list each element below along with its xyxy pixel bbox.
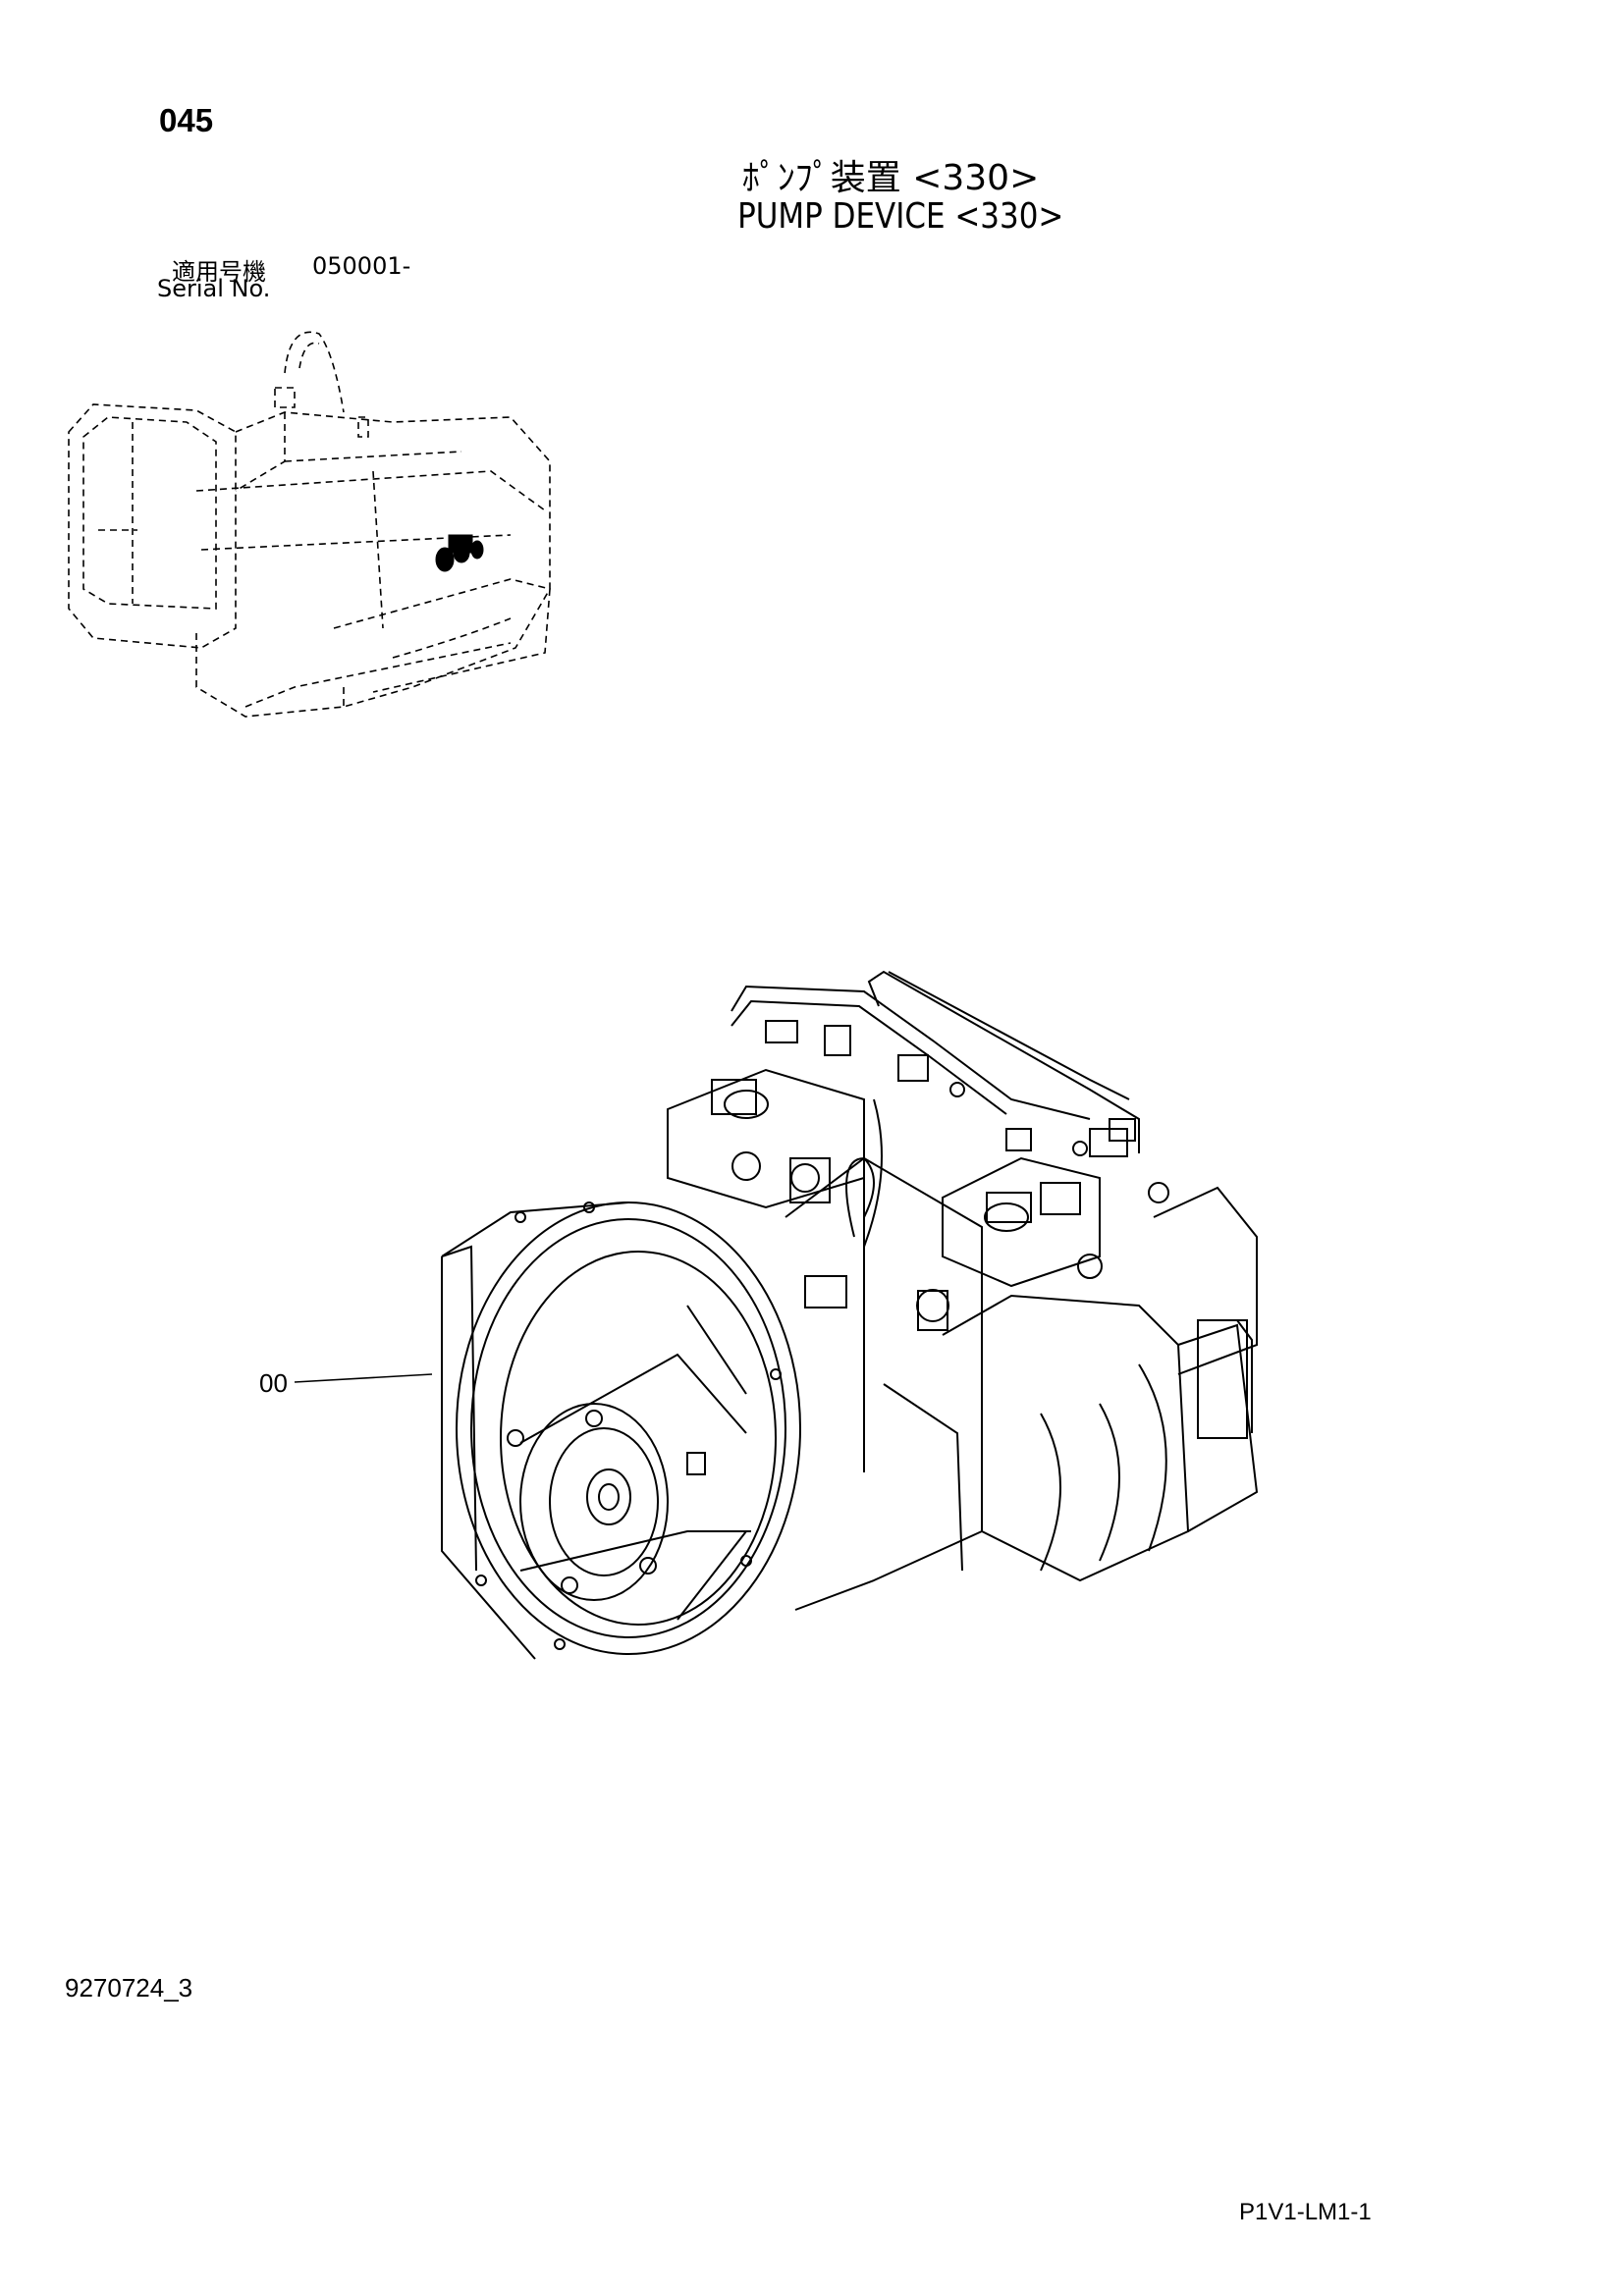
serial-label-japanese: 適用号機: [172, 258, 266, 286]
callout-label: 00: [259, 1368, 288, 1398]
serial-number-value: 050001-: [312, 252, 411, 280]
pump-device-drawing: [441, 970, 1259, 1660]
document-id: 9270724_3: [65, 1973, 193, 2002]
pump-location-marker: [435, 534, 484, 572]
page-number: 045: [159, 102, 214, 138]
title-english: PUMP DEVICE <330>: [737, 196, 1064, 237]
serial-label-english: Serial No.: [157, 275, 271, 302]
figure-code: P1V1-LM1-1: [1239, 2199, 1372, 2225]
callout-leader-line: [294, 1373, 433, 1383]
title-japanese: ﾎﾟﾝﾌﾟ装置 <330>: [741, 158, 1040, 198]
